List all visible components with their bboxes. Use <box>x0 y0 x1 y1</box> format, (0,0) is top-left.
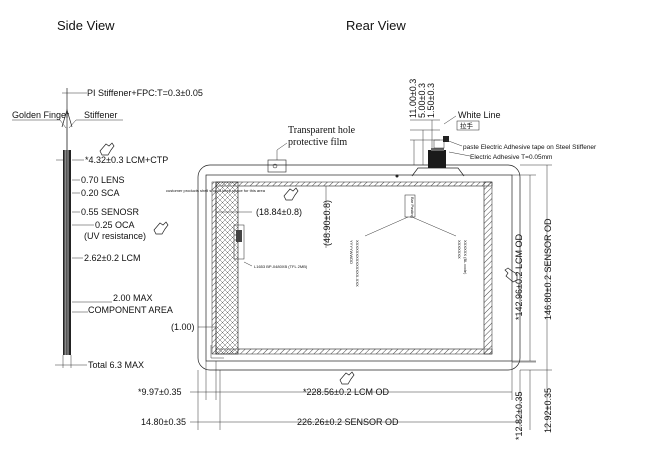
chinese-label: 拉手 <box>460 121 474 130</box>
fpc-connector <box>411 136 465 177</box>
dim-11-label: 11.00±0.3 <box>408 79 418 118</box>
side-stack-layer <box>64 150 67 355</box>
note-hand-icon <box>504 267 518 283</box>
hole-circle <box>272 163 278 169</box>
lcm-od-h-label: *228.56±0.2 LCM OD <box>303 387 389 397</box>
white-line-leader <box>443 115 457 125</box>
note-hand-icon <box>283 187 299 201</box>
component-area-label: COMPONENT AREA <box>88 305 173 315</box>
dim-4890-label: (48.90±0.8) <box>322 200 332 246</box>
dim-997-label: *9.97±0.35 <box>138 387 181 397</box>
dim-5-label: 5.00±0.3 <box>417 83 427 118</box>
label-text: L1653 BP-0480XB (TFL 2MB) <box>254 264 308 269</box>
side-view: Golden Finger Stiffener PI Stiffener+FPC… <box>12 88 203 370</box>
stiffener-label: Stiffener <box>84 110 117 120</box>
tape-left-component-area <box>215 181 239 355</box>
bar-pasting-box <box>404 194 416 218</box>
adhesive-tape <box>443 136 449 142</box>
dim-1884-label: (18.84±0.8) <box>256 207 302 217</box>
tape-right <box>483 181 493 355</box>
xxx-2-label: XXXXXX (BL code) <box>463 240 468 275</box>
total-label: Total 6.3 MAX <box>88 360 144 370</box>
marker-dot <box>395 174 399 178</box>
note-hand-icon <box>339 371 355 385</box>
pull-tab <box>433 139 445 149</box>
label-sticker <box>233 224 245 260</box>
dim-100-label: (1.00) <box>171 322 195 332</box>
active-area <box>237 185 485 350</box>
fpc-tail <box>428 150 446 168</box>
max-label: 2.00 MAX <box>113 293 153 303</box>
side-view-title: Side View <box>57 18 115 33</box>
protective-film-label-1: Transparent hole <box>288 125 356 136</box>
fpc-bend <box>61 108 73 128</box>
dim-1292-label: 12.92±0.35 <box>543 388 553 433</box>
code-1-label: XXXXXXXXXXXXXX-XXX <box>355 240 360 287</box>
bar-pasting-label: Bar Pasting <box>410 197 415 218</box>
lcm-outline <box>205 174 513 362</box>
label-sticker-fill <box>236 230 242 242</box>
dim-1480-label: 14.80±0.35 <box>141 417 186 427</box>
adhesive-leader <box>448 151 471 157</box>
side-stack-body <box>63 150 71 355</box>
adhesive-label: Electric Adhesive T=0.05mm <box>470 154 552 161</box>
sca-label: 0.20 SCA <box>81 188 120 198</box>
keep-space-note: customer products shell should keep spac… <box>166 188 266 193</box>
bar-leader-1 <box>364 216 409 237</box>
paste-note-label: paste Electric Adhesive tape on Steel St… <box>463 144 597 151</box>
tape-left-edge <box>211 181 217 355</box>
corner-mark <box>210 345 224 359</box>
stiffener-leader <box>68 119 123 129</box>
rear-view-title: Rear View <box>346 18 406 33</box>
lcm-od-v-label: *142.96±0.2 LCM OD <box>514 234 524 320</box>
lcm-label: 2.62±0.2 LCM <box>84 253 140 263</box>
golden-finger-leader <box>12 119 67 129</box>
film-leader-2 <box>276 142 288 151</box>
protective-film-label-2: protective film <box>288 137 347 148</box>
chinese-box <box>456 120 480 131</box>
code-2-label: YYYYWWDD <box>349 240 354 264</box>
bar-leader-2 <box>411 216 457 237</box>
note-hand-icon <box>153 221 169 235</box>
tape-top <box>215 181 493 187</box>
xxx-1-label: XXXXXXX <box>457 240 462 259</box>
pi-stiffener-label: PI Stiffener+FPC:T=0.3±0.05 <box>87 88 203 98</box>
dim-15-label: 1.50±0.3 <box>426 83 436 118</box>
white-line-label: White Line <box>458 110 501 120</box>
dim-1282-label: *12.82±0.35 <box>514 392 524 440</box>
sensor-od-v-label: 146.80±0.2 SENSOR OD <box>543 218 553 320</box>
label-leader <box>243 261 253 267</box>
golden-finger-label: Golden Finger <box>12 110 69 120</box>
lcm-ctp-label: *4.32±0.3 LCM+CTP <box>85 155 168 165</box>
fpc-tab <box>431 148 444 151</box>
uv-label: (UV resistance) <box>84 231 146 241</box>
senosr-label: 0.55 SENOSR <box>81 207 140 217</box>
lens-label: 0.70 LENS <box>81 175 125 185</box>
sensor-od-h-label: 226.26±0.2 SENSOR OD <box>297 417 399 427</box>
side-stack-layer <box>67 150 69 355</box>
paste-leader <box>445 139 463 147</box>
rear-view: Transparent hole protective film 11.00±0… <box>138 79 597 440</box>
note-hand-icon <box>99 142 115 156</box>
oca-label: 0.25 OCA <box>95 220 135 230</box>
sensor-outline <box>197 164 521 371</box>
tape-bottom <box>215 348 493 355</box>
